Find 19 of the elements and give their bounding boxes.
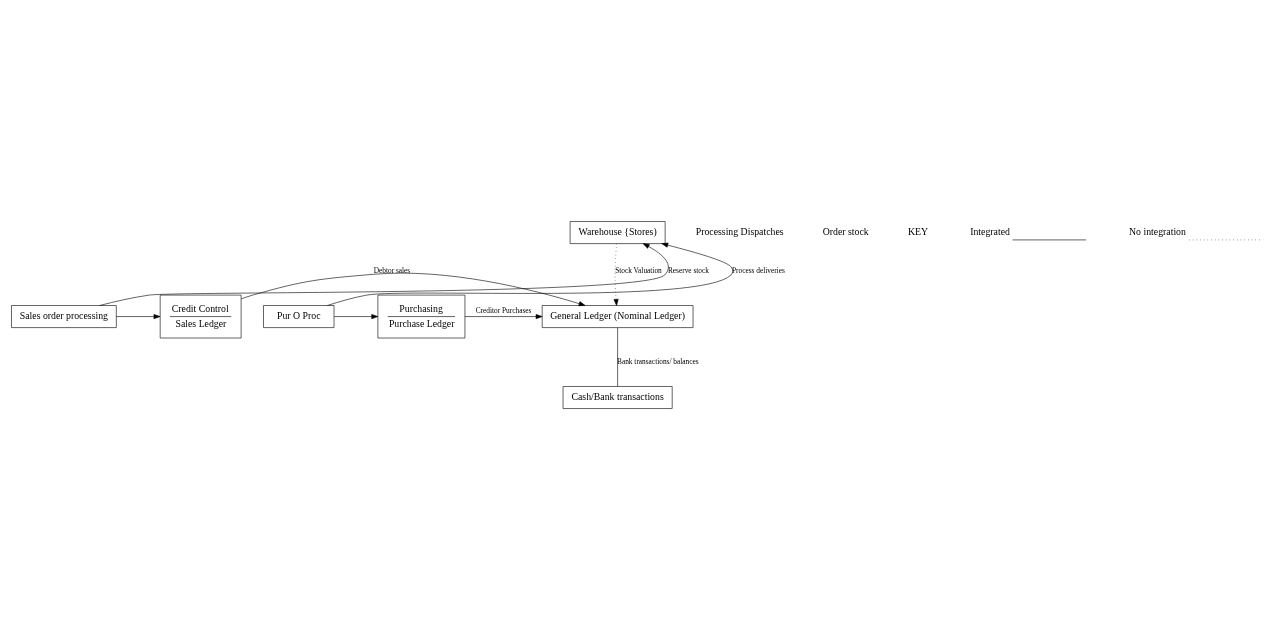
arrow [116, 313, 161, 319]
label: KEY [908, 225, 929, 237]
arrow [464, 313, 543, 319]
arrow [99, 242, 669, 306]
node-box: Purchasing Purchase Ledger [377, 294, 466, 338]
legend-label: Integrated [970, 225, 1010, 237]
arrow [327, 242, 734, 306]
label: Processing Dispatches [695, 225, 784, 237]
node-box: General Ledger (Nominal Ledger) [541, 304, 694, 328]
node-box: Warehouse {Stores) [569, 220, 666, 244]
legend-label: No integration [1129, 225, 1186, 237]
node-box: Credit Control Sales Ledger [159, 294, 242, 338]
label: Order stock [822, 225, 869, 237]
arrow [241, 272, 586, 306]
arrow [333, 313, 379, 319]
node-box: Sales order processing [11, 304, 117, 328]
arrow [613, 243, 619, 306]
node-box: Cash/Bank transactions [562, 385, 673, 409]
node-box: Pur O Proc [263, 304, 335, 328]
